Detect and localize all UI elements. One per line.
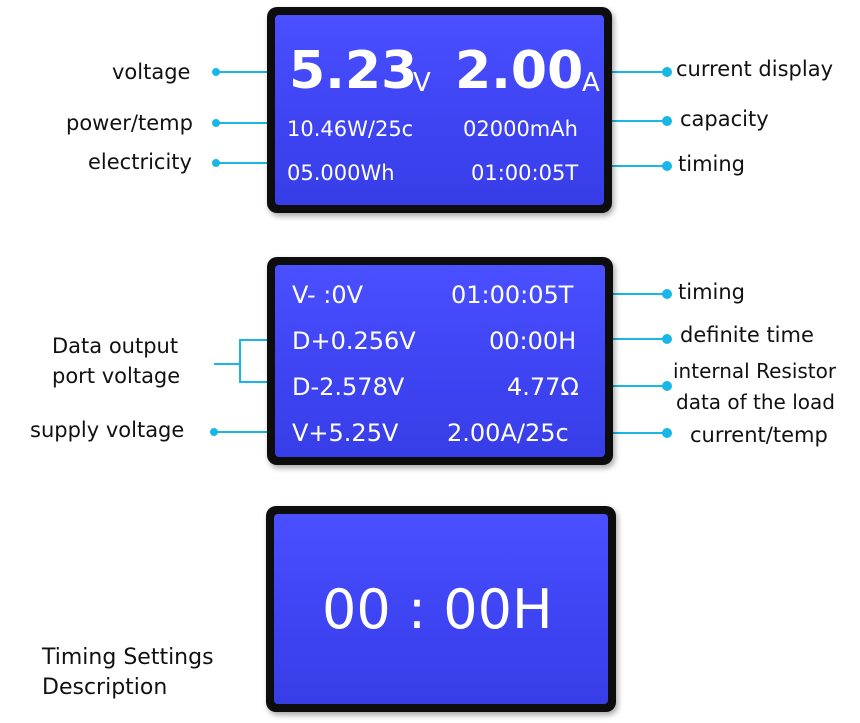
label-data-output-line2: port voltage <box>52 364 181 388</box>
label-power-temp: power/temp <box>66 111 193 135</box>
timing-settings-panel: 00 : 00H <box>266 506 616 712</box>
caption-timing-settings-line2: Description <box>42 675 168 700</box>
label-internal-resistor-line1: internal Resistor <box>673 359 837 383</box>
power-temp-value: 10.46W/25c <box>287 117 414 141</box>
timing-settings-value: 00 : 00H <box>322 578 553 641</box>
v-plus-value: V+5.25V <box>292 419 399 447</box>
detail-display-lcd: V- :0V 01:00:05T D+0.256V 00:00H D-2.578… <box>275 265 605 457</box>
label-data-output-line1: Data output <box>52 334 179 358</box>
d-plus-value: D+0.256V <box>292 327 416 355</box>
energy-value: 05.000Wh <box>287 161 395 185</box>
voltage-value: 5.23 <box>289 41 418 101</box>
timing-settings-lcd: 00 : 00H <box>274 514 608 704</box>
label-timing-1: timing <box>678 152 745 176</box>
timing-value-2: 01:00:05T <box>451 281 574 309</box>
resistance-value: 4.77Ω <box>507 373 579 401</box>
current-temp-value: 2.00A/25c <box>447 419 569 447</box>
main-display-panel: 5.23 V 2.00 A 10.46W/25c 02000mAh 05.000… <box>267 7 612 213</box>
label-electricity: electricity <box>88 150 192 174</box>
voltage-unit: V <box>413 68 431 98</box>
definite-time-value: 00:00H <box>489 327 577 355</box>
label-supply-voltage: supply voltage <box>30 418 185 442</box>
label-timing-2: timing <box>678 280 745 304</box>
v-minus-value: V- :0V <box>292 281 364 309</box>
main-display-lcd: 5.23 V 2.00 A 10.46W/25c 02000mAh 05.000… <box>275 15 604 205</box>
detail-display-panel: V- :0V 01:00:05T D+0.256V 00:00H D-2.578… <box>267 257 613 465</box>
label-capacity: capacity <box>680 107 769 131</box>
label-current-display: current display <box>676 57 833 81</box>
label-internal-resistor-line2: data of the load <box>676 390 835 414</box>
current-unit: A <box>582 68 600 98</box>
timing-value: 01:00:05T <box>471 161 579 185</box>
current-value: 2.00 <box>455 41 584 101</box>
caption-timing-settings-line1: Timing Settings <box>42 645 214 670</box>
capacity-value: 02000mAh <box>463 117 578 141</box>
label-current-temp: current/temp <box>690 423 828 447</box>
d-minus-value: D-2.578V <box>292 373 405 401</box>
label-voltage: voltage <box>112 60 191 84</box>
label-definite-time: definite time <box>680 323 814 347</box>
